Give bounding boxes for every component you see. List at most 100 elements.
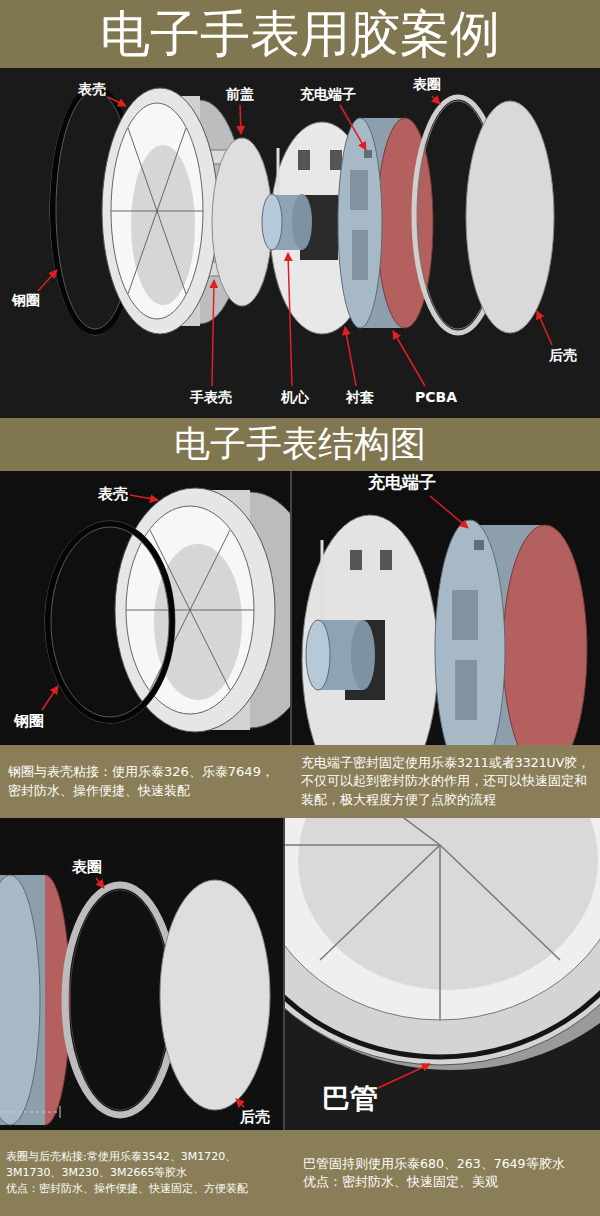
bezel-closeup-part <box>65 885 175 1115</box>
pcba-part <box>338 118 382 328</box>
band-text: 充电端子密封固定使用乐泰3211或者3321UV胶，不仅可以起到密封防水的作用，… <box>301 754 592 808</box>
part-label: 手表壳 <box>190 389 232 406</box>
movement-part <box>292 194 312 250</box>
leader-lines-part <box>432 96 440 104</box>
band-text: 巴管固持则使用乐泰680、263、7649等胶水 <box>303 1155 590 1173</box>
bezel-closeup-part <box>160 880 270 1110</box>
panel-divider <box>283 818 285 1130</box>
tube-closeup-part <box>285 818 600 1020</box>
case-closeup-part <box>51 527 169 717</box>
panel-divider <box>290 470 292 745</box>
title-band <box>0 0 600 68</box>
tube-closeup-part-part <box>300 818 440 845</box>
bushing-part <box>298 150 310 170</box>
terminal-closeup-part <box>455 660 477 720</box>
watch-case-part <box>111 128 203 294</box>
section-band: 电子手表结构图 <box>0 418 600 471</box>
tube-closeup-part <box>285 818 600 1065</box>
leader-lines <box>430 496 468 528</box>
leader-lines-part <box>430 496 468 528</box>
crown-stem <box>277 148 280 200</box>
terminal-closeup-part <box>452 590 478 640</box>
leader-lines <box>38 96 552 386</box>
tube-closeup-part <box>285 818 600 1057</box>
tube-closeup <box>285 818 600 1070</box>
case-closeup-part <box>126 530 254 690</box>
leader-lines <box>42 495 158 710</box>
description-box: 充电端子密封固定使用乐泰3211或者3321UV胶，不仅可以起到密封防水的作用，… <box>293 745 600 818</box>
leader-lines-part <box>96 878 104 888</box>
case-closeup-part-part <box>126 610 190 611</box>
tube-closeup-part-part <box>320 845 440 960</box>
part-label: 表圈 <box>72 858 102 876</box>
leader-lines-part <box>42 686 58 710</box>
leader-lines <box>96 878 244 1107</box>
description-box: 表圈与后壳粘接:常使用乐泰3542、3M1720、3M1730、3M230、3M… <box>0 1130 293 1216</box>
case-closeup-part <box>115 488 275 732</box>
movement <box>262 194 312 250</box>
terminal-closeup-part <box>321 540 324 620</box>
watch-case-part-part <box>111 211 157 212</box>
exploded-watch <box>50 85 554 335</box>
leader-lines-part <box>236 1099 244 1107</box>
case-closeup <box>45 488 290 732</box>
part-label: 衬套 <box>346 389 374 406</box>
part-label: 前盖 <box>226 86 254 103</box>
part-label: 充电端子 <box>300 86 356 103</box>
watch-case-part <box>102 88 218 334</box>
terminal-closeup-part <box>302 515 438 745</box>
diagram-ground <box>0 68 600 418</box>
case-closeup-part <box>48 524 172 720</box>
leader-lines-part <box>130 495 158 500</box>
band-text: 优点：密封防水、快速固定、美观 <box>303 1173 590 1191</box>
watch-case-part-part <box>128 128 157 211</box>
bezel-closeup-part <box>0 875 40 1125</box>
terminal-closeup-part <box>306 620 330 690</box>
part-label: 表壳 <box>98 485 128 503</box>
watch-case-part-part <box>157 211 203 212</box>
part-label: 充电端子 <box>368 472 436 492</box>
leader-lines-part <box>378 1064 430 1088</box>
part-label: 表壳 <box>78 81 106 98</box>
part-label: 钢圈 <box>14 712 44 730</box>
case-closeup-part <box>45 521 175 723</box>
bezel-closeup-part <box>0 1112 60 1113</box>
back-cover <box>466 101 554 333</box>
pcba-part <box>350 170 368 210</box>
leader-lines-part <box>345 327 356 386</box>
leader-lines-part <box>108 97 126 106</box>
bezel-closeup <box>0 875 270 1125</box>
bushing-part <box>330 150 342 170</box>
diagram-title: 电子手表用胶案例 <box>0 0 600 68</box>
bezel-closeup-part <box>60 1106 61 1118</box>
terminal-closeup-part <box>380 550 392 570</box>
case-closeup-part-part <box>190 530 230 610</box>
leader-lines-part <box>393 331 425 386</box>
band-text: 钢圈与表壳粘接：使用乐泰326、乐泰7649，密封防水、操作便捷、快速装配 <box>8 763 285 801</box>
tube-closeup-part-part <box>285 844 440 846</box>
tube-closeup-part-part <box>439 845 441 1020</box>
band-text: 表圈与后壳粘接:常使用乐泰3542、3M1720、3M1730、3M230、3M… <box>6 1149 287 1181</box>
leader-lines-part <box>212 280 214 386</box>
terminal-closeup-part <box>474 540 484 550</box>
leader-lines-part <box>240 105 241 134</box>
part-label: 后壳 <box>549 347 577 364</box>
bezel-closeup-part <box>70 890 170 1110</box>
watch-case-part <box>131 145 195 305</box>
part-label: PCBA <box>415 389 457 406</box>
case-closeup-part <box>154 544 242 700</box>
terminal-closeup <box>302 515 587 745</box>
terminal-closeup-part <box>350 550 362 570</box>
band-text: 电子手表结构图 <box>10 418 590 470</box>
watch-case-part <box>111 103 203 319</box>
terminal-closeup-part <box>435 520 505 745</box>
watch-case-part-part <box>128 211 157 294</box>
watch-case-part-part <box>157 128 186 211</box>
leader-lines-part <box>288 253 292 386</box>
leader-lines-part <box>38 270 57 291</box>
tube-closeup-part <box>298 818 598 990</box>
part-label: 表圈 <box>413 76 441 93</box>
description-box: 钢圈与表壳粘接：使用乐泰326、乐泰7649，密封防水、操作便捷、快速装配 <box>0 745 293 818</box>
